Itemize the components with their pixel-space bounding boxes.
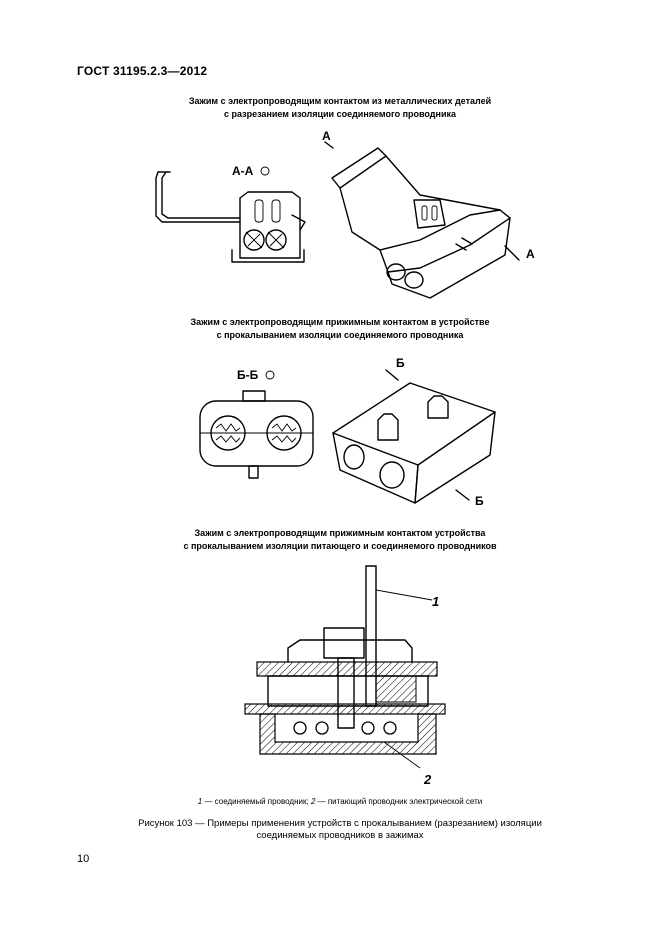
cut-mark-a-top	[324, 141, 334, 149]
nut-b	[248, 465, 259, 479]
cut-label-b-top: Б	[396, 356, 405, 370]
screw-b-2	[427, 395, 449, 419]
screw-shaft	[337, 657, 355, 729]
wire-bend	[155, 171, 241, 223]
clamp-body-section	[239, 191, 301, 259]
screw-b-1	[377, 413, 399, 441]
section-a-a-label: А-А	[232, 164, 254, 178]
figure-caption-line2: соединяемых проводников в зажимах	[256, 830, 424, 841]
cut-mark-b-top	[385, 369, 399, 381]
document-header: ГОСТ 31195.2.3—2012	[77, 64, 208, 78]
cut-label-a-top: А	[322, 129, 331, 143]
hole-b-1	[343, 444, 365, 470]
rotation-icon	[260, 166, 270, 176]
cut-mark-a-bottom	[504, 245, 520, 261]
figure-legend: 1 — соединяемый проводник; 2 — питающий …	[60, 797, 620, 806]
page-number: 10	[77, 853, 90, 865]
conductor-b-2	[266, 415, 302, 451]
cut-mark-b-bottom	[455, 489, 470, 501]
upper-housing	[256, 661, 438, 677]
rotation-icon-2	[265, 370, 275, 380]
cut-label-a-bottom: А	[526, 247, 535, 261]
conductor-1	[243, 229, 265, 251]
section3-caption-line1: Зажим с электропроводящим прижимным конт…	[194, 528, 486, 538]
section-b-b-label: Б-Б	[237, 368, 259, 382]
callout-line-2	[383, 741, 421, 769]
hole-b-2	[379, 461, 405, 489]
cross-section-clamp: 1 2	[244, 565, 446, 787]
contact-tab	[413, 199, 446, 229]
legend-num-2: 2	[310, 797, 316, 806]
legend-text-2: — питающий проводник электрической сети	[315, 797, 483, 806]
section3-caption: Зажим с электропроводящим прижимным конт…	[60, 527, 620, 553]
section2-caption-line1: Зажим с электропроводящим прижимным конт…	[190, 317, 490, 327]
figure-caption: Рисунок 103 — Примеры применения устройс…	[90, 818, 590, 842]
legend-num-1: 1	[197, 797, 203, 806]
isometric-clamp-a: А А	[322, 129, 535, 299]
section-a-a-view: А-А	[155, 164, 306, 263]
section1-caption: Зажим с электропроводящим контактом из м…	[60, 95, 620, 121]
conductor-2	[265, 229, 287, 251]
conductor-2-strands	[293, 721, 397, 735]
section1-caption-line2: с разрезанием изоляции соединяемого пров…	[223, 109, 456, 119]
wire-hole-1	[386, 263, 406, 281]
callout-2: 2	[423, 772, 432, 787]
lower-plate	[244, 703, 446, 715]
screw-head-3	[323, 627, 365, 659]
callout-1: 1	[432, 594, 439, 609]
section1-caption-line1: Зажим с электропроводящим контактом из м…	[188, 96, 492, 106]
base-housing	[259, 713, 437, 755]
pressure-insert	[375, 675, 417, 703]
callout-line-1	[375, 589, 433, 601]
figure-caption-line1: Рисунок 103 — Примеры применения устройс…	[138, 818, 542, 829]
wire-hole-2	[404, 271, 424, 289]
conductor-1-vertical	[365, 565, 377, 707]
isometric-clamp-b: Б Б	[332, 356, 496, 508]
section2-caption: Зажим с электропроводящим прижимным конт…	[60, 316, 620, 342]
section2-caption-line2: с прокалыванием изоляции соединяемого пр…	[216, 330, 464, 340]
legend-text-1: — соединяемый проводник;	[202, 797, 311, 806]
section3-caption-line2: с прокалыванием изоляции питающего и сое…	[183, 541, 497, 551]
cut-label-b-bottom: Б	[475, 494, 484, 508]
conductor-b-1	[210, 415, 246, 451]
section-b-b-view: Б-Б	[199, 368, 314, 479]
